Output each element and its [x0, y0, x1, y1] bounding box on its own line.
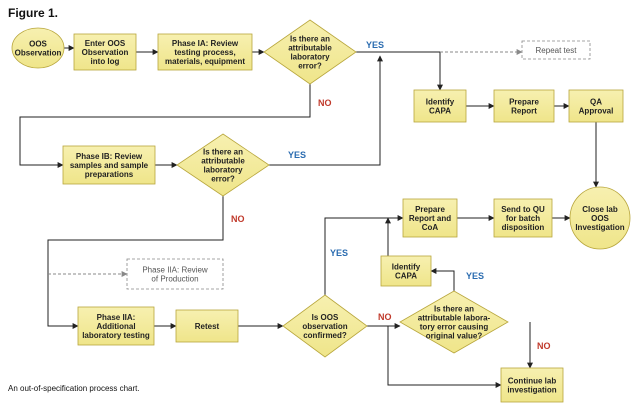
node-send-qu: [493, 198, 553, 238]
node-phase-1a: [157, 33, 253, 71]
node-decision-4: [399, 290, 509, 354]
figure-caption: An out-of-specification process chart.: [8, 384, 140, 393]
node-close-lab: [569, 186, 631, 250]
flow-arrow: [269, 55, 383, 166]
node-phase-2a-review: [126, 258, 224, 290]
node-decision-2: [176, 133, 270, 197]
flow-arrow: [19, 84, 311, 168]
flow-arrow: [324, 215, 404, 295]
node-label-retest: Retest: [195, 322, 220, 331]
flow-arrow: [430, 268, 455, 291]
node-prepare-report-1: [493, 89, 555, 123]
node-oos-observation: [11, 27, 65, 69]
flow-arrow: [356, 51, 443, 91]
figure-title: Figure 1.: [8, 6, 59, 20]
node-decision-1: [263, 19, 357, 85]
node-qa-approval: [568, 89, 624, 123]
flow-arrow: [47, 196, 224, 329]
node-enter-log: [73, 33, 137, 71]
node-phase-1b: [62, 145, 156, 185]
node-repeat-test: [521, 40, 591, 60]
branch-label-yes: YES: [330, 248, 348, 258]
node-identify-capa-2: [380, 255, 432, 287]
branch-label-no: NO: [378, 312, 392, 322]
branch-label-no: NO: [231, 214, 245, 224]
node-phase-2a: [77, 306, 155, 346]
node-prepare-report-coa: [402, 198, 458, 238]
flow-arrow: [387, 326, 502, 388]
branch-label-no: NO: [318, 98, 332, 108]
branch-label-yes: YES: [288, 150, 306, 160]
branch-label-yes: YES: [466, 271, 484, 281]
node-label-repeat-test: Repeat test: [536, 46, 578, 55]
node-retest: [175, 309, 239, 343]
branch-label-no: NO: [537, 341, 551, 351]
node-decision-3: [282, 294, 368, 358]
node-identify-capa-1: [413, 89, 467, 123]
node-continue-lab: [500, 367, 564, 403]
branch-label-yes: YES: [366, 40, 384, 50]
